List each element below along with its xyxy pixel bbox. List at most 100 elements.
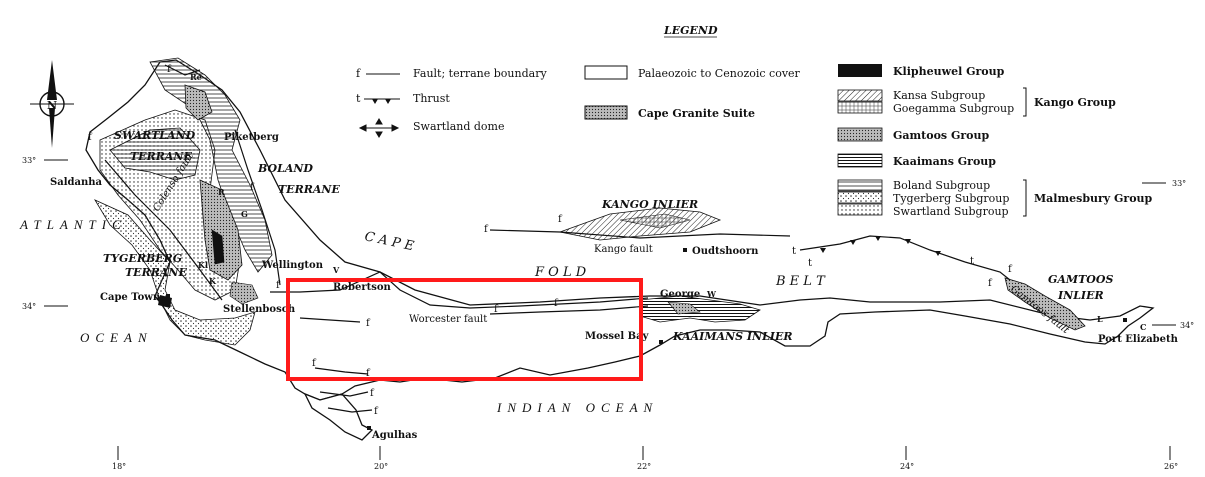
svg-text:f: f bbox=[250, 182, 255, 193]
svg-text:f: f bbox=[1008, 264, 1013, 275]
klipheuwel-unit bbox=[211, 229, 225, 265]
legend-swatch-klipheuwel bbox=[838, 64, 882, 77]
label-boland-2: TERRANE bbox=[278, 183, 340, 196]
label-gamtoos-2: INLIER bbox=[1057, 289, 1104, 302]
boland-boundary bbox=[234, 129, 281, 286]
legend-swatch-kansa bbox=[837, 89, 883, 102]
label-v: V bbox=[332, 265, 340, 275]
label-cape-town: Cape Town bbox=[100, 292, 161, 303]
swartland-core-unit bbox=[109, 127, 201, 181]
legend-kansa-label: Kansa Subgroup bbox=[893, 89, 985, 102]
legend-thrust-label: Thrust bbox=[413, 92, 450, 105]
svg-text:f: f bbox=[484, 224, 489, 235]
north-arrow-icon: N bbox=[30, 60, 74, 148]
kango-fault bbox=[489, 229, 791, 239]
label-ocean: OCEAN bbox=[80, 330, 153, 345]
label-swartland-1: SWARTLAND bbox=[114, 129, 196, 142]
southern-fault-2 bbox=[314, 367, 369, 375]
highlight-box bbox=[286, 278, 643, 381]
svg-text:f: f bbox=[312, 358, 317, 369]
lat-33-left: 33° bbox=[22, 156, 36, 165]
label-l: L bbox=[1097, 314, 1103, 324]
label-indian-ocean: INDIAN OCEAN bbox=[496, 400, 658, 415]
kango-inlier-unit-2 bbox=[619, 213, 691, 229]
svg-text:t: t bbox=[792, 246, 796, 257]
legend-fault-glyph: f bbox=[356, 67, 361, 80]
svg-text:f: f bbox=[366, 318, 371, 329]
label-kango-inlier: KANGO INLIER bbox=[601, 198, 698, 211]
legend-fault-label: Fault; terrane boundary bbox=[413, 67, 547, 80]
label-worcester-fault: Worcester fault bbox=[409, 314, 487, 325]
svg-text:f: f bbox=[366, 368, 371, 379]
colenso-fault bbox=[104, 159, 223, 301]
kaaimans-dots bbox=[667, 301, 701, 315]
lat-33-right: 33° bbox=[1172, 179, 1186, 188]
legend-swatch-gamtoos bbox=[837, 127, 883, 142]
southern-fault-4 bbox=[327, 407, 373, 413]
label-piketberg: Piketberg bbox=[224, 132, 279, 143]
legend-malmesbury-group: Malmesbury Group bbox=[1034, 192, 1153, 205]
svg-text:f: f bbox=[167, 64, 172, 75]
agulhas-headland bbox=[303, 392, 374, 441]
thrust-teeth bbox=[820, 236, 941, 256]
label-wellington: Wellington bbox=[261, 260, 324, 271]
lon-18: 18° bbox=[112, 462, 126, 471]
fault-markers: f f f f f f f f f f f f f f f t t t bbox=[88, 64, 1013, 417]
lon-20: 20° bbox=[374, 462, 388, 471]
legend-swatch-granite bbox=[584, 105, 628, 120]
label-g: G bbox=[241, 209, 248, 219]
label-boland-1: BOLAND bbox=[257, 162, 313, 175]
svg-text:f: f bbox=[494, 304, 499, 315]
legend-dome-label: Swartland dome bbox=[413, 120, 505, 133]
label-swartland-2: TERRANE bbox=[130, 150, 192, 163]
label-kaaimans-inlier: KAAIMANS INLIER bbox=[672, 330, 792, 343]
label-re: Re bbox=[190, 72, 202, 82]
label-tygerberg-2: TERRANE bbox=[125, 266, 187, 279]
legend-granite-label: Cape Granite Suite bbox=[638, 107, 755, 120]
legend-swatch-boland bbox=[837, 179, 883, 192]
legend-swatch-cover bbox=[584, 65, 628, 80]
label-stellenbosch: Stellenbosch bbox=[223, 304, 296, 315]
legend-gamtoos-label: Gamtoos Group bbox=[893, 129, 989, 142]
label-gamtoos-1: GAMTOOS bbox=[1048, 273, 1113, 286]
legend-kaaimans-label: Kaaimans Group bbox=[893, 155, 996, 168]
lon-22: 22° bbox=[637, 462, 651, 471]
north-letter: N bbox=[47, 99, 57, 112]
gamtoos-inlier-unit bbox=[1004, 277, 1086, 331]
lon-24: 24° bbox=[900, 462, 914, 471]
legend-swartland-label: Swartland Subgroup bbox=[893, 205, 1009, 218]
svg-text:f: f bbox=[276, 280, 281, 291]
svg-text:f: f bbox=[988, 278, 993, 289]
svg-text:f: f bbox=[370, 388, 375, 399]
western-fault-1 bbox=[164, 64, 201, 76]
stellenbosch-granite bbox=[229, 281, 259, 305]
southern-fault-1 bbox=[299, 317, 361, 323]
legend-thrust-glyph: t bbox=[356, 92, 361, 105]
legend-kango-group: Kango Group bbox=[1034, 96, 1116, 109]
label-c: C bbox=[1140, 322, 1146, 332]
label-george: George bbox=[660, 289, 700, 300]
label-fold: F O L D bbox=[534, 265, 587, 280]
worcester-fault bbox=[270, 271, 649, 309]
southern-fault-3 bbox=[319, 391, 369, 397]
label-k: K bbox=[209, 276, 217, 286]
legend-swatch-tygerberg bbox=[837, 191, 883, 204]
label-saldanha: Saldanha bbox=[50, 177, 103, 188]
legend-title: LEGEND bbox=[663, 24, 718, 37]
tygerberg-terrane-unit bbox=[93, 199, 256, 346]
lon-26: 26° bbox=[1164, 462, 1178, 471]
label-atlantic: ATLANTIC bbox=[19, 217, 127, 232]
legend-goegamma-label: Goegamma Subgroup bbox=[893, 102, 1014, 115]
lat-34-right: 34° bbox=[1180, 321, 1194, 330]
legend-klipheuwel-label: Klipheuwel Group bbox=[893, 65, 1005, 78]
piketberg-granite-unit bbox=[184, 84, 213, 121]
label-port-elizabeth: Port Elizabeth bbox=[1098, 334, 1179, 345]
svg-text:f: f bbox=[554, 298, 559, 309]
svg-text:f: f bbox=[88, 132, 93, 143]
legend-swatch-kaaimans bbox=[837, 153, 883, 168]
swartland-dome-icon bbox=[358, 118, 400, 138]
label-oudtshoorn: Oudtshoorn bbox=[692, 246, 759, 257]
svg-text:t: t bbox=[808, 258, 812, 269]
